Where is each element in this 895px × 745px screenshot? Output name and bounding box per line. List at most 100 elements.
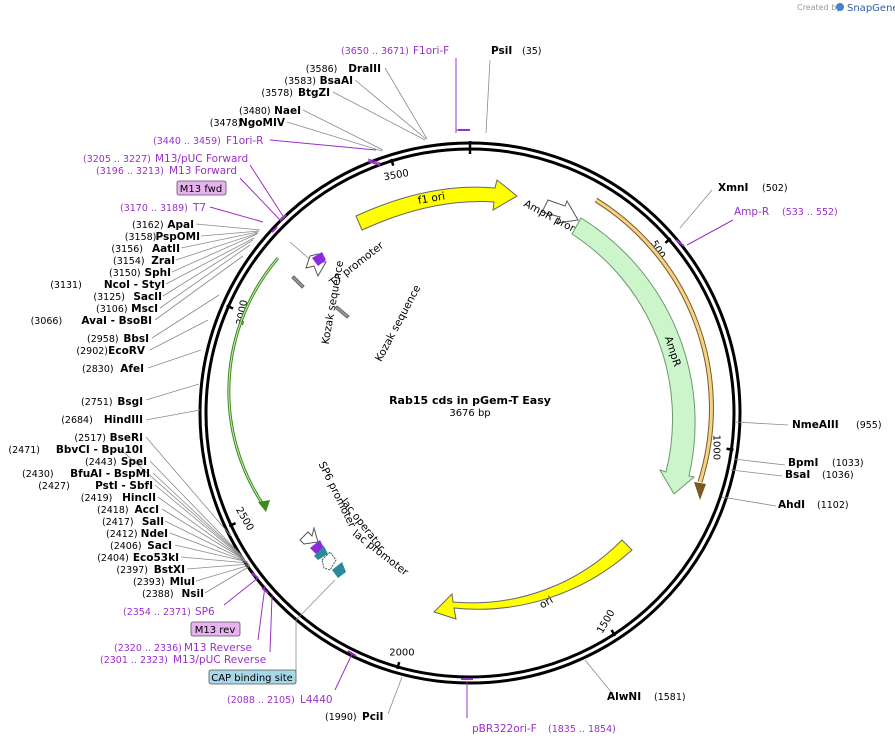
enzyme-name: NdeI — [141, 528, 168, 540]
enzyme-site[interactable]: (3154)ZraI — [113, 255, 175, 267]
enzyme-site[interactable]: (2393)MluI — [133, 576, 195, 588]
primer-binding-site[interactable]: (2301 .. 2323)M13/pUC Reverse — [100, 654, 266, 666]
enzyme-site[interactable]: (3156)AatII — [111, 243, 180, 255]
enzyme-site[interactable]: (2404)Eco53kI — [97, 552, 179, 564]
enzyme-name: BsaI — [785, 469, 810, 481]
enzyme-position: (2427) — [38, 481, 70, 492]
enzyme-position: (2443) — [85, 457, 117, 468]
enzyme-name: BbsI — [123, 333, 149, 345]
ruler-tick-label: 2500 — [233, 505, 255, 533]
feature-label-ori: ori — [537, 594, 555, 611]
feature-insert-arc — [227, 257, 280, 512]
enzyme-position: (3154) — [113, 256, 145, 267]
enzyme-site[interactable]: (2471)BbvCI - Bpu10I — [8, 444, 143, 456]
primer-range: (1835 .. 1854) — [548, 724, 616, 735]
primer-binding-site[interactable]: (3205 .. 3227)M13/pUC Forward — [83, 153, 248, 165]
enzyme-site[interactable]: (3583)BsaAI — [284, 75, 353, 87]
enzyme-position: (2417) — [102, 517, 134, 528]
enzyme-site[interactable]: (2418)AccI — [97, 504, 159, 516]
enzyme-site[interactable]: (2751)BsgI — [81, 396, 143, 408]
feature-lac-promoter[interactable]: lac promoter — [321, 528, 411, 579]
enzyme-site[interactable]: (2830)AfeI — [82, 363, 144, 375]
enzyme-position: (3478) — [210, 118, 242, 129]
enzyme-site[interactable]: XmnI(502) — [718, 182, 788, 194]
tag-label-m13-fwd: M13 fwd — [180, 184, 222, 195]
enzyme-position: (2419) — [81, 493, 113, 504]
enzyme-position: (2684) — [61, 415, 93, 426]
enzyme-site[interactable]: (2427)PstI - SbfI — [38, 480, 153, 492]
enzyme-name: AatII — [152, 243, 180, 255]
primer-binding-site[interactable]: pBR322ori-F (1835 .. 1854) — [472, 723, 616, 735]
ruler-tick-label: 3500 — [383, 168, 410, 183]
primer-binding-site[interactable]: Amp-R(533 .. 552) — [734, 206, 838, 218]
enzyme-site[interactable]: (2419)HincII — [81, 492, 156, 504]
feature-ori[interactable]: ori — [433, 539, 633, 620]
primer-range: (3440 .. 3459) — [153, 136, 221, 147]
enzyme-site[interactable]: (2412)NdeI — [106, 528, 168, 540]
primer-name: pBR322ori-F — [472, 723, 537, 735]
primer-name: T7 — [192, 202, 206, 214]
enzyme-site[interactable]: BsaI(1036) — [785, 469, 854, 481]
enzyme-name: AlwNI — [607, 691, 641, 703]
enzyme-position: (2406) — [110, 541, 142, 552]
enzyme-site[interactable]: (2443) SpeI — [85, 456, 147, 468]
primer-binding-site[interactable]: (2088 .. 2105)L4440 — [227, 694, 333, 706]
enzyme-site[interactable]: (2430)BfuAI - BspMI — [22, 468, 150, 480]
enzyme-site[interactable]: BpmI(1033) — [788, 457, 864, 469]
tag-cap-binding-site[interactable]: CAP binding site — [208, 669, 297, 685]
enzyme-position: (1033) — [832, 458, 864, 469]
plasmid-name: Rab15 cds in pGem-T Easy — [389, 394, 551, 407]
enzyme-site[interactable]: (2406) SacI — [110, 540, 172, 552]
enzyme-site[interactable]: (3150)SphI — [109, 267, 171, 279]
primer-binding-site[interactable]: (3440 .. 3459)F1ori-R — [153, 135, 263, 147]
enzyme-name: PciI — [362, 711, 383, 723]
feature-ampr[interactable]: AmpR — [571, 217, 696, 495]
primer-binding-site[interactable]: (3650 .. 3671) F1ori-F — [341, 45, 449, 57]
enzyme-site[interactable]: (3578)BtgZI — [261, 87, 330, 99]
enzyme-site[interactable]: (2388)NsiI — [142, 588, 204, 600]
enzyme-site[interactable]: (3066)AvaI - BsoBI — [31, 315, 152, 327]
enzyme-name: EcoRV — [108, 345, 146, 357]
enzyme-site[interactable]: (2684)HindIII — [61, 414, 143, 426]
watermark-brand: SnapGene — [847, 3, 895, 14]
enzyme-site[interactable]: (2397)BstXI — [116, 564, 185, 576]
enzyme-site[interactable]: PsiI(35) — [491, 45, 542, 57]
enzyme-position: (3131) — [50, 280, 82, 291]
ruler-tick — [396, 661, 401, 670]
enzyme-name: SacI — [147, 540, 172, 552]
enzyme-site[interactable]: (2417)SalI — [102, 516, 164, 528]
enzyme-site[interactable]: (2517)BseRI — [74, 432, 143, 444]
feature-t7-promoter[interactable]: T7 promoter — [305, 239, 387, 290]
enzyme-site[interactable]: (3586)DraIII — [306, 63, 381, 75]
ruler-tick — [726, 447, 734, 451]
enzyme-site[interactable]: (3162)ApaI — [132, 219, 194, 231]
enzyme-site[interactable]: (3158)PspOMI — [125, 231, 200, 243]
enzyme-site[interactable]: (3131)NcoI - StyI — [50, 279, 165, 291]
enzyme-position: (3158) — [125, 232, 157, 243]
feature-f1-ori[interactable]: f1 ori — [355, 179, 518, 231]
primer-binding-site[interactable]: (3196 .. 3213)M13 Forward — [96, 165, 237, 177]
enzyme-site[interactable]: (2902)EcoRV — [76, 345, 145, 357]
primer-range: (3196 .. 3213) — [96, 166, 164, 177]
enzyme-position: (1102) — [817, 500, 849, 511]
enzyme-site[interactable]: AhdI(1102) — [778, 499, 849, 511]
primer-binding-site[interactable]: (3170 .. 3189)T7 — [120, 202, 206, 214]
enzyme-site[interactable]: (3478)NgoMIV — [210, 117, 286, 129]
primer-name: L4440 — [300, 694, 333, 706]
primer-binding-site[interactable]: (2354 .. 2371)SP6 — [123, 606, 215, 618]
enzyme-site[interactable]: NmeAIII(955) — [792, 419, 882, 431]
enzyme-site[interactable]: (2958)BbsI — [87, 333, 149, 345]
feature-kozak-2[interactable]: Kozak sequence — [334, 283, 423, 364]
primer-name: F1ori-F — [413, 45, 449, 57]
enzyme-site[interactable]: (3480)NaeI — [239, 105, 301, 117]
primer-binding-site[interactable]: (2320 .. 2336)M13 Reverse — [114, 642, 252, 654]
primer-range: (3650 .. 3671) — [341, 46, 409, 57]
tag-m13-fwd[interactable]: M13 fwd — [176, 180, 227, 196]
enzyme-site[interactable]: (3125)SacII — [93, 291, 162, 303]
enzyme-site[interactable]: AlwNI(1581) — [607, 691, 686, 703]
tag-m13-rev[interactable]: M13 rev — [190, 621, 241, 637]
enzyme-name: SpeI — [121, 456, 147, 468]
enzyme-site[interactable]: (1990)PciI — [325, 711, 383, 723]
enzyme-site[interactable]: (3106)MscI — [96, 303, 158, 315]
